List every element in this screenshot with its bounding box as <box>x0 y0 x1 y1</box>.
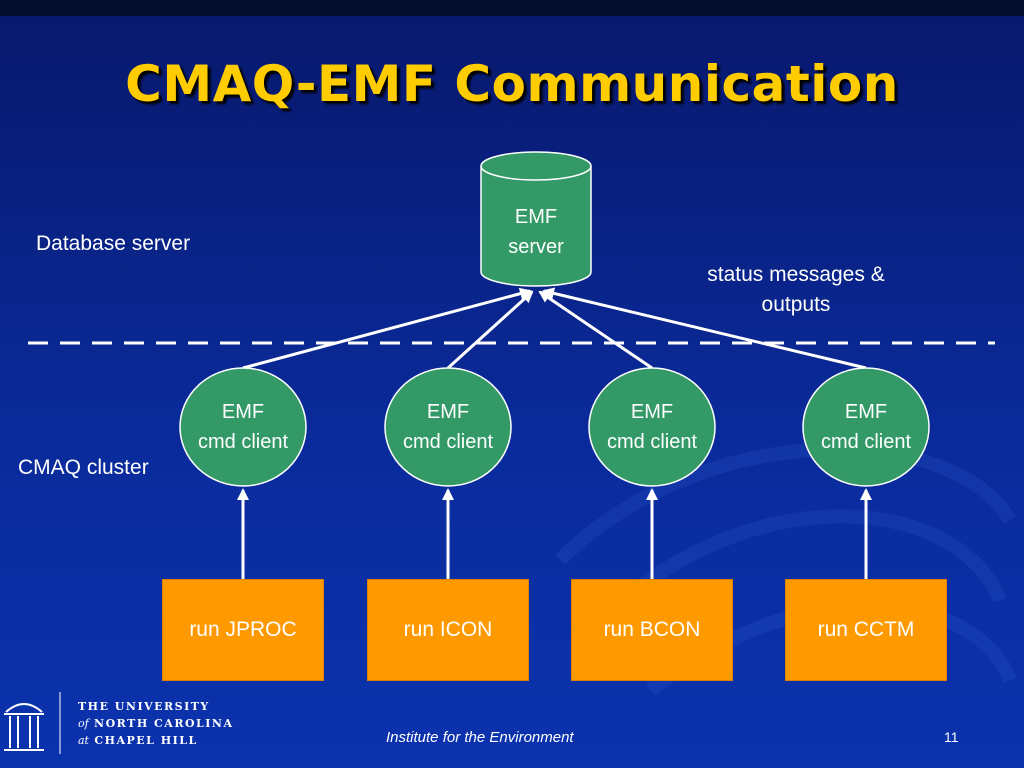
client-1-line1: EMF <box>221 401 265 423</box>
status-messages-line1: status messages & <box>707 263 885 286</box>
run-bcon-box: run BCON <box>571 579 733 681</box>
arrow-client2-to-server <box>446 290 534 370</box>
status-messages-line2: outputs <box>761 293 831 316</box>
emf-client-node-4 <box>802 367 930 487</box>
client-label-3: EMF cmd client <box>582 397 722 457</box>
university-logo-text: THE UNIVERSITY of NORTH CAROLINA at CHAP… <box>78 698 234 749</box>
client-2-line1: EMF <box>426 401 470 423</box>
client-4-line2: cmd client <box>820 431 912 453</box>
client-1-line2: cmd client <box>197 431 289 453</box>
institute-footer: Institute for the Environment <box>386 729 574 746</box>
run-cctm-box: run CCTM <box>785 579 947 681</box>
arrow-client3-to-server <box>538 290 653 370</box>
slide-title: CMAQ-EMF Communication <box>125 55 899 113</box>
emf-server-label: EMF server <box>481 202 591 262</box>
page-number: 11 <box>944 729 959 745</box>
client-3-line1: EMF <box>630 401 674 423</box>
run-jproc-box: run JPROC <box>162 579 324 681</box>
logo-line1: THE UNIVERSITY <box>78 700 210 713</box>
top-bar <box>0 0 1024 16</box>
server-line1: EMF <box>514 206 558 228</box>
emf-client-node-2 <box>384 367 512 487</box>
run-icon-box: run ICON <box>367 579 529 681</box>
logo-line2-prefix: of <box>78 717 89 730</box>
arrow-client1-to-server <box>242 287 532 370</box>
client-label-1: EMF cmd client <box>173 397 313 457</box>
emf-client-node-3 <box>588 367 716 487</box>
arrow-client4-to-server <box>542 287 867 370</box>
emf-server-cylinder <box>480 151 592 287</box>
emf-client-node-1 <box>179 367 307 487</box>
client-label-2: EMF cmd client <box>378 397 518 457</box>
database-server-label: Database server <box>36 232 191 255</box>
client-4-line1: EMF <box>844 401 888 423</box>
logo-line3: CHAPEL HILL <box>94 734 198 747</box>
client-2-line2: cmd client <box>402 431 494 453</box>
status-messages-label: status messages & outputs <box>676 260 916 320</box>
server-line2: server <box>508 236 564 258</box>
cmaq-cluster-label: CMAQ cluster <box>18 456 149 479</box>
logo-line3-prefix: at <box>78 734 89 747</box>
old-well-logo-icon <box>4 703 44 751</box>
logo-line2: NORTH CAROLINA <box>94 717 234 730</box>
client-3-line2: cmd client <box>606 431 698 453</box>
client-label-4: EMF cmd client <box>796 397 936 457</box>
